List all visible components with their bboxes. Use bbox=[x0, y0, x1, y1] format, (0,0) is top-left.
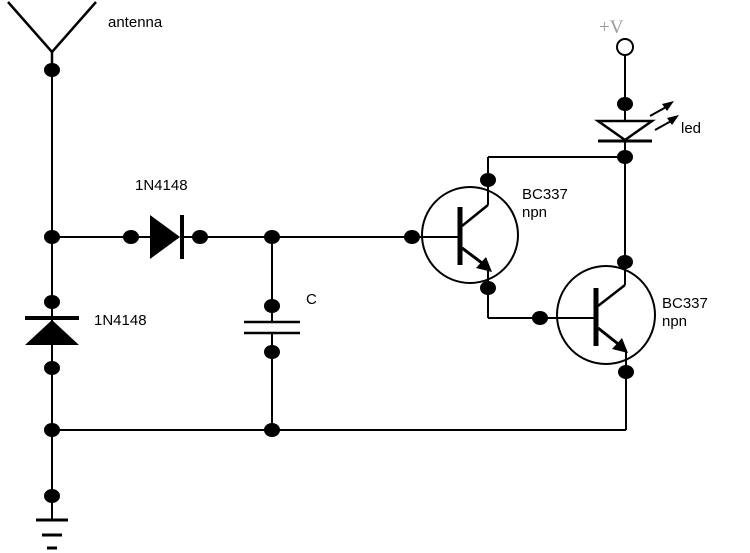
junction-dot bbox=[264, 423, 280, 437]
junction-dot bbox=[44, 489, 60, 503]
junction-dot bbox=[617, 255, 633, 269]
transistor-q2 bbox=[538, 262, 656, 372]
q1-part-label: BC337 bbox=[522, 186, 568, 203]
ground-symbol bbox=[36, 518, 68, 550]
junction-dot bbox=[44, 361, 60, 375]
junction-dot bbox=[192, 230, 208, 244]
q2-type-label: npn bbox=[662, 313, 687, 330]
led-symbol bbox=[594, 101, 679, 143]
q2-part-label: BC337 bbox=[662, 295, 708, 312]
junction-dots bbox=[44, 63, 634, 503]
capacitor-label: C bbox=[306, 291, 317, 308]
junction-dot bbox=[44, 230, 60, 244]
junction-dot bbox=[480, 281, 496, 295]
wires bbox=[51, 55, 627, 520]
transistor-q1 bbox=[410, 180, 519, 288]
junction-dot bbox=[480, 173, 496, 187]
capacitor bbox=[244, 320, 300, 335]
led-label: led bbox=[681, 120, 701, 137]
supply-terminal bbox=[616, 38, 634, 56]
junction-dot bbox=[264, 299, 280, 313]
antenna-label: antenna bbox=[108, 14, 163, 31]
junction-dot bbox=[44, 423, 60, 437]
junction-dot bbox=[617, 97, 633, 111]
diode-series-label: 1N4148 bbox=[135, 177, 188, 194]
diode-series bbox=[130, 215, 200, 259]
diode-shunt bbox=[25, 316, 79, 345]
junction-dot bbox=[44, 295, 60, 309]
junction-dot bbox=[404, 230, 420, 244]
q1-type-label: npn bbox=[522, 204, 547, 221]
diode-shunt-label: 1N4148 bbox=[94, 312, 147, 329]
junction-dot bbox=[617, 150, 633, 164]
junction-dot bbox=[532, 311, 548, 325]
supply-label: +V bbox=[599, 17, 624, 38]
junction-dot bbox=[618, 365, 634, 379]
junction-dot bbox=[44, 63, 60, 77]
antenna-symbol bbox=[7, 1, 97, 68]
junction-dot bbox=[264, 230, 280, 244]
junction-dot bbox=[264, 345, 280, 359]
junction-dot bbox=[123, 230, 139, 244]
